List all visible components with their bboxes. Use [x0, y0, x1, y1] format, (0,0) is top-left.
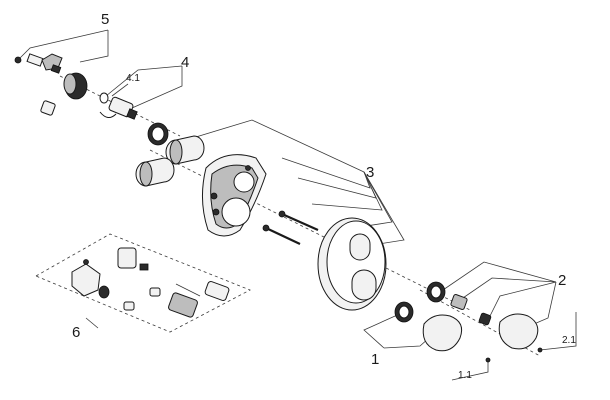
part-group-1 — [394, 301, 491, 363]
clip-icon — [99, 111, 117, 118]
part-group-2 — [426, 281, 543, 353]
cover-rosette — [317, 217, 387, 311]
small-screw-icon — [485, 357, 491, 363]
plate-hole-lower-icon — [221, 197, 251, 227]
leader-lines — [17, 29, 577, 381]
sleeve-part-icon — [149, 287, 161, 297]
handle-upper-icon — [498, 313, 539, 350]
part-label-4-1: 4.1 — [126, 73, 140, 84]
cartridge-end-icon — [204, 281, 230, 301]
cartridge-top-icon — [117, 247, 137, 269]
screws — [262, 210, 319, 245]
screw-icon — [278, 210, 286, 218]
part-label-3: 3 — [366, 164, 375, 181]
rosette-opening-upper-icon — [349, 233, 371, 261]
adapter-icon — [450, 294, 468, 310]
part-group-5 — [14, 53, 88, 116]
sleeve-part-icon — [123, 301, 135, 311]
mounting-plate — [202, 154, 267, 237]
sleeve-part-icon — [40, 100, 56, 116]
plate-hole-upper-icon — [233, 171, 255, 193]
part-label-6: 6 — [72, 324, 81, 341]
part-label-1: 1 — [371, 351, 380, 368]
o-ring-icon — [99, 92, 109, 104]
part-group-4 — [99, 92, 138, 120]
part-label-4: 4 — [181, 54, 190, 71]
handle-lower-icon — [422, 314, 463, 352]
rosette-opening-lower-icon — [351, 269, 377, 301]
spindle-part-icon — [26, 53, 44, 67]
part-group-6 — [35, 233, 251, 333]
valve-part-icon — [168, 292, 198, 318]
part-label-5: 5 — [101, 11, 110, 28]
part-label-2-1: 2.1 — [562, 335, 576, 346]
part-label-2: 2 — [558, 272, 567, 289]
cartridge-body-icon — [71, 263, 101, 297]
small-screw-icon — [14, 56, 22, 64]
screw-icon — [262, 224, 270, 232]
small-screw-icon — [537, 347, 543, 353]
ring-sleeves — [135, 122, 205, 187]
part-label-1-1: 1.1 — [458, 370, 472, 381]
